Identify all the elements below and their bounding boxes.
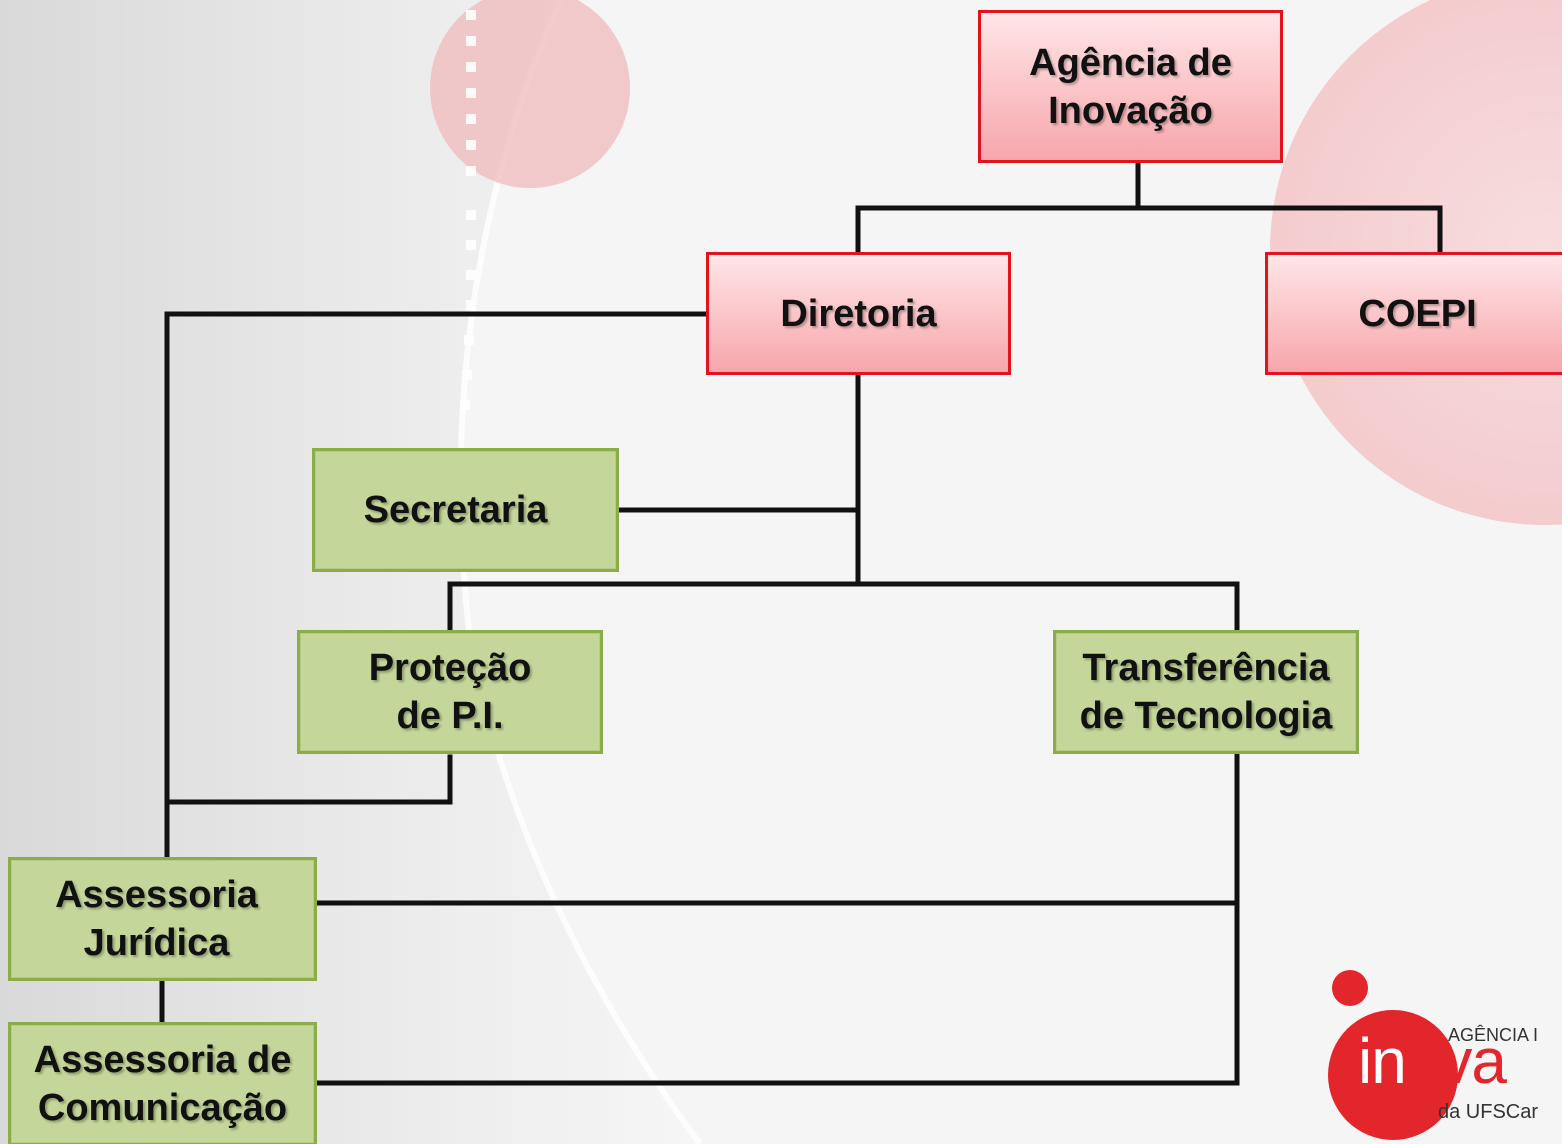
node-transferencia-de-tecnologia: Transferência de Tecnologia	[1053, 630, 1359, 754]
node-assessoria-de-comunicacao: Assessoria de Comunicação	[8, 1022, 317, 1144]
node-diretoria: Diretoria	[706, 252, 1011, 375]
inova-logo: AGÊNCIA I inova da UFSCar	[1320, 965, 1562, 1144]
node-coepi: COEPI	[1265, 252, 1562, 375]
logo-bottom-text: da UFSCar	[1438, 1101, 1539, 1123]
logo-dot-icon	[1332, 970, 1368, 1006]
logo-word-part2: ova	[1405, 1025, 1507, 1097]
logo-word-part1: in	[1358, 1025, 1407, 1097]
node-protecao-de-pi: Proteção de P.I.	[297, 630, 603, 754]
logo-wordmark: inova	[1358, 1029, 1507, 1093]
node-agencia-de-inovacao: Agência de Inovação	[978, 10, 1283, 163]
node-secretaria: Secretaria	[312, 448, 619, 572]
node-assessoria-juridica: Assessoria Jurídica	[8, 857, 317, 981]
logo-circle-icon	[1328, 1010, 1458, 1140]
logo-top-text: AGÊNCIA I	[1448, 1025, 1539, 1045]
